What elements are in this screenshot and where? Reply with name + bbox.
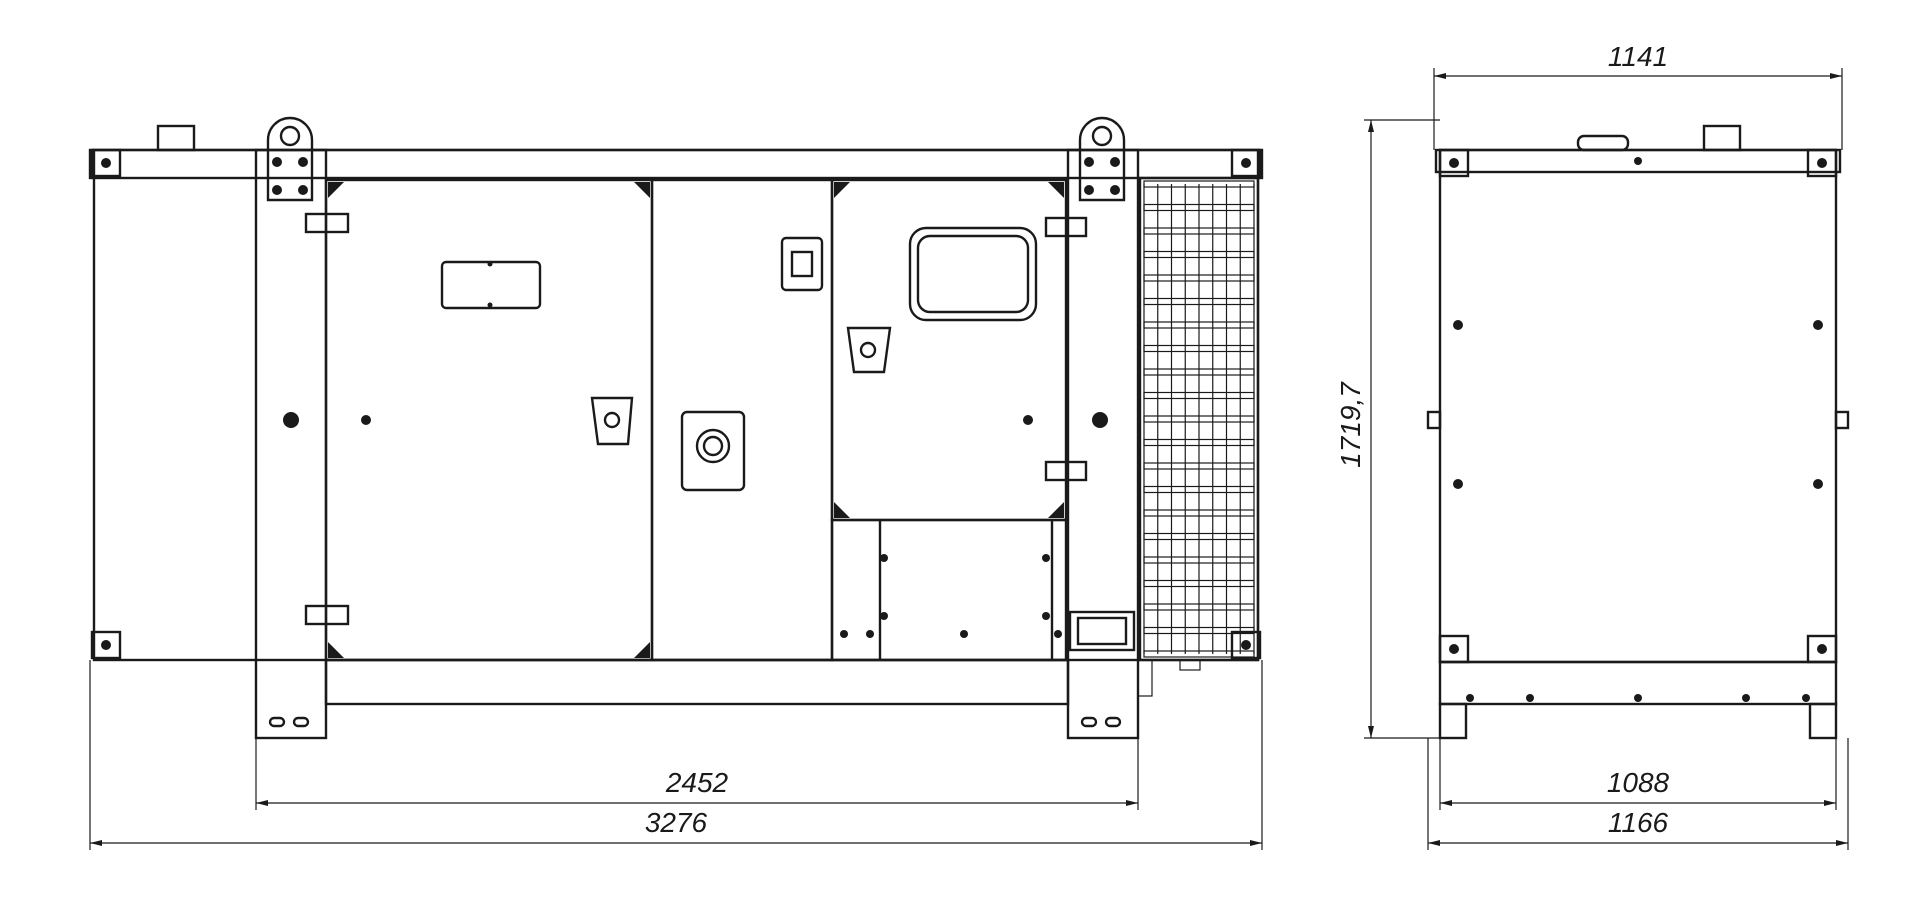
grille-slat: [1143, 180, 1255, 188]
inspection-window: [908, 226, 1038, 322]
grille-slat: [1143, 250, 1255, 259]
grille-slat: [1143, 532, 1255, 541]
exhaust-pipe: [156, 124, 196, 152]
front-door-left: [324, 178, 654, 662]
front-view: [88, 116, 1264, 740]
grille-slat: [1143, 321, 1255, 329]
control-switch: [780, 236, 824, 292]
right-lifting-post: [1066, 148, 1140, 740]
door-handle-right: [846, 326, 892, 374]
dim-label-1088: 1088: [1607, 767, 1670, 798]
side-exhaust: [1702, 124, 1742, 152]
dim-label-1166: 1166: [1608, 807, 1669, 838]
grille-slat: [1143, 579, 1255, 588]
grille-slat: [1143, 650, 1255, 658]
grille-slat: [1143, 438, 1255, 447]
front-body-outline: [92, 148, 1260, 662]
dim-label-3276: 3276: [645, 807, 708, 838]
right-lifting-eye: [1078, 116, 1126, 202]
dim-label-2452: 2452: [665, 767, 729, 798]
front-corner-blocks: [90, 148, 1262, 660]
grille-slat: [1143, 368, 1255, 376]
door-handle-left: [590, 396, 634, 446]
grille-slat: [1143, 344, 1255, 353]
front-top-rail: [88, 148, 1264, 180]
dimension-labels: 2452 3276 1141 1088 1166 1719,7: [645, 41, 1670, 838]
left-lifting-post: [254, 148, 328, 740]
dim-label-1719: 1719,7: [1335, 381, 1366, 468]
grille-slat: [1143, 297, 1255, 306]
lower-service-panel: [830, 518, 1068, 662]
grille-slat: [1143, 462, 1255, 470]
fuel-cap-recess: [680, 410, 746, 492]
grille-slat: [1143, 603, 1255, 611]
side-view: [1426, 124, 1850, 740]
side-top-rail: [1434, 148, 1842, 174]
dimension-lines: [89, 68, 1849, 850]
grille-slat: [1143, 485, 1255, 494]
front-base-rail: [324, 658, 1070, 706]
grille-slat: [1143, 415, 1255, 423]
grille-slat: [1143, 203, 1255, 212]
grille-slat: [1143, 391, 1255, 400]
grille-slat: [1143, 626, 1255, 635]
radiator-grille: [1143, 180, 1255, 658]
dim-label-1141: 1141: [1608, 41, 1668, 72]
grille-slat: [1143, 227, 1255, 235]
side-lifting-handle: [1576, 134, 1630, 152]
nameplate: [440, 260, 542, 310]
side-corner-blocks: [1438, 148, 1838, 664]
socket-box: [1068, 610, 1136, 652]
side-base-rail: [1438, 660, 1838, 706]
grille-slat: [1143, 509, 1255, 517]
grille-slat: [1143, 274, 1255, 282]
left-lifting-eye: [266, 116, 314, 202]
side-body-outline: [1438, 148, 1838, 664]
grille-slat: [1143, 556, 1255, 564]
